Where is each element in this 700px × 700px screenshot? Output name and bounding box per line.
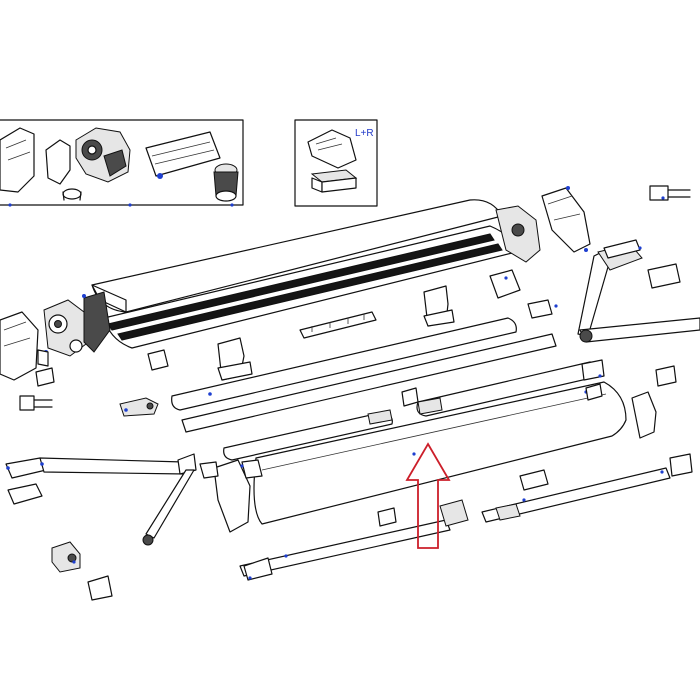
front-cover-profile [199,381,657,533]
sensor-part [213,163,239,202]
right-small-parts [581,359,677,401]
lead-bar-left [223,409,393,461]
right-end-cap-assembly [489,186,591,299]
left-right-label: L+R [355,128,374,139]
bracket-inset-box: L+R [294,119,378,207]
bottom-folding-arm [239,499,469,581]
right-upper-folding-arm [577,185,700,343]
profile-brackets [147,285,558,381]
accessories-inset-box [0,119,244,207]
main-profile [103,225,517,349]
right-lower-folding-arm [481,453,693,523]
end-cap-part [0,127,35,193]
control-box-part [145,131,221,179]
motor-part [75,127,131,183]
fabric-bar [181,333,557,433]
left-small-parts [19,367,113,601]
left-end-cap-assembly [0,291,111,381]
center-connector [401,387,419,407]
roller-tube [119,317,517,417]
red-arrow-indicator [405,442,451,549]
adapter-part [45,139,82,201]
left-lower-folding-arm [5,453,197,546]
